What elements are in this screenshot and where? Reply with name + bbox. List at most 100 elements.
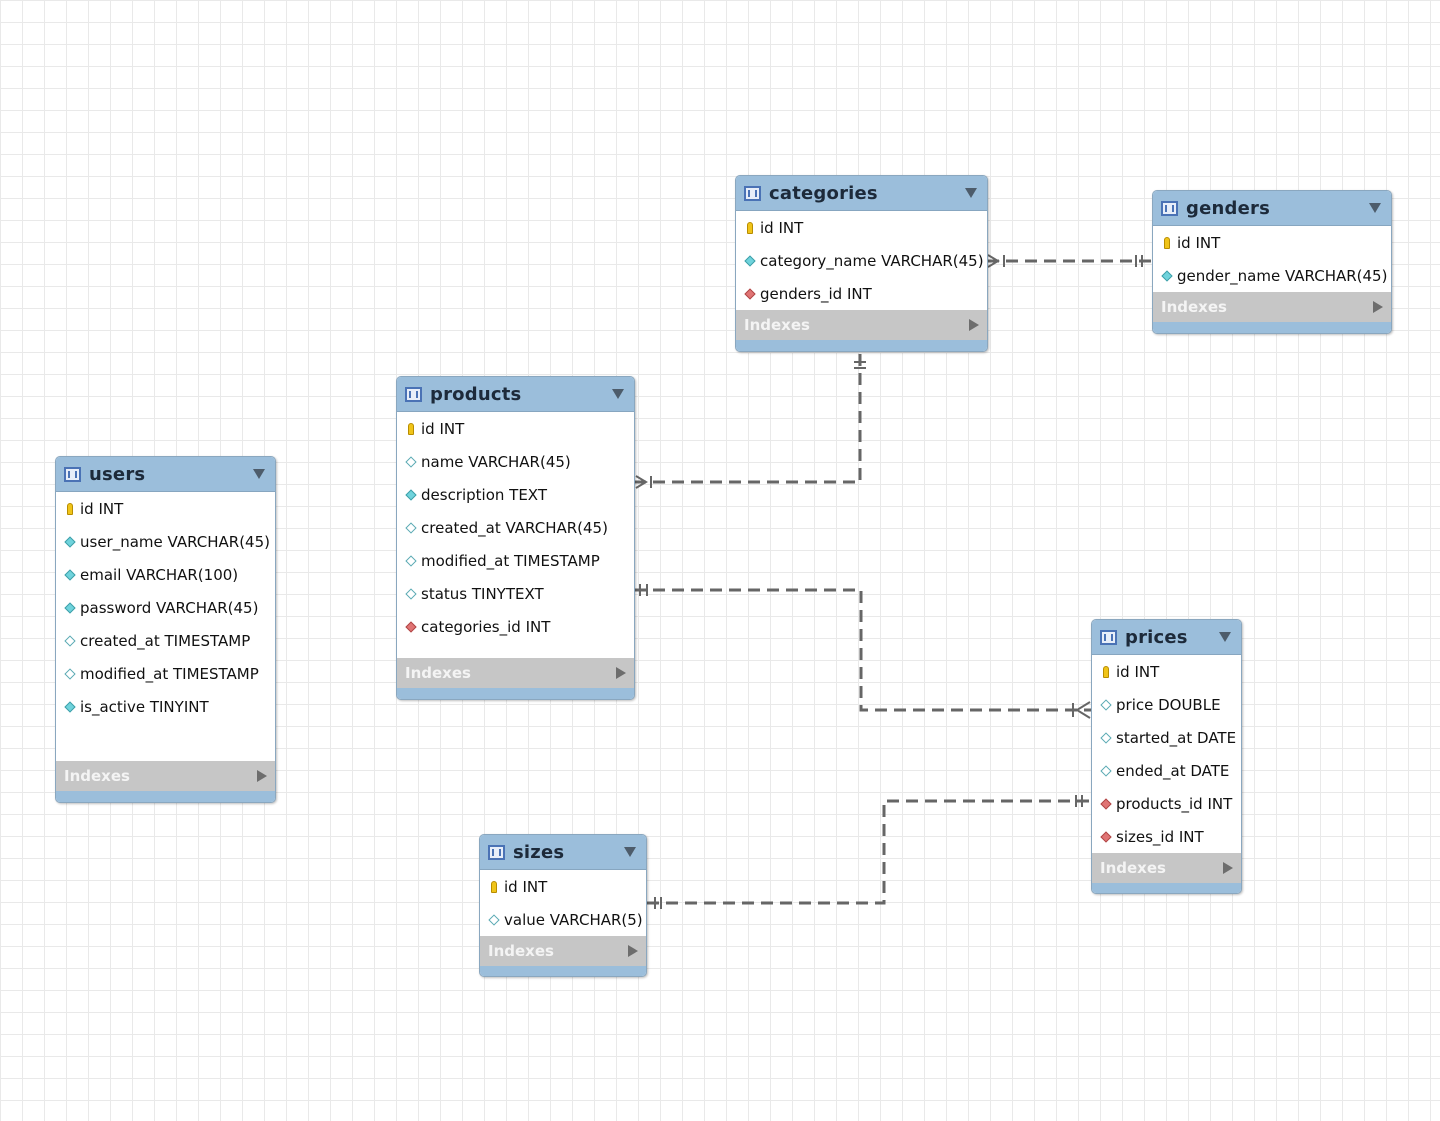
column-row[interactable]: id INT [736,211,987,244]
expand-triangle-icon[interactable] [1373,301,1383,313]
column-label: id INT [760,218,804,237]
indexes-label: Indexes [64,767,130,785]
column-row[interactable]: id INT [56,492,275,525]
expand-triangle-icon[interactable] [257,770,267,782]
indexes-section[interactable]: Indexes [480,936,646,966]
column-row[interactable]: description TEXT [397,478,634,511]
table-header[interactable]: prices [1092,620,1241,655]
indexes-label: Indexes [744,316,810,334]
column-row[interactable]: categories_id INT [397,610,634,643]
column-row[interactable]: status TINYTEXT [397,577,634,610]
table-icon [1161,200,1178,216]
column-row[interactable]: id INT [397,412,634,445]
collapse-triangle-icon[interactable] [624,847,636,857]
table-prices[interactable]: prices id INT price DOUBLE started_at DA… [1091,619,1242,894]
column-row[interactable]: created_at TIMESTAMP [56,624,275,657]
column-label: gender_name VARCHAR(45) [1177,266,1388,285]
table-title: users [89,463,146,485]
column-row[interactable]: is_active TINYINT [56,690,275,723]
collapse-triangle-icon[interactable] [253,469,265,479]
column-row[interactable]: ended_at DATE [1092,754,1241,787]
table-categories[interactable]: categories id INT category_name VARCHAR(… [735,175,988,352]
table-users[interactable]: users id INT user_name VARCHAR(45) email… [55,456,276,803]
indexes-label: Indexes [1161,298,1227,316]
table-title: products [430,383,522,405]
column-label: created_at TIMESTAMP [80,631,251,650]
indexes-section[interactable]: Indexes [736,310,987,340]
relationship-products-categories[interactable] [634,350,866,489]
table-title: sizes [513,841,565,863]
primary-key-icon [1099,665,1113,679]
column-label: id INT [1177,233,1221,252]
relationship-categories-genders[interactable] [987,254,1152,268]
column-filled-icon [63,601,77,615]
column-filled-icon [63,568,77,582]
indexes-label: Indexes [405,664,471,682]
column-label: id INT [1116,662,1160,681]
indexes-label: Indexes [488,942,554,960]
column-row[interactable]: value VARCHAR(5) [480,903,646,936]
column-label: user_name VARCHAR(45) [80,532,270,551]
foreign-key-icon [404,620,418,634]
column-row[interactable]: email VARCHAR(100) [56,558,275,591]
column-row[interactable]: category_name VARCHAR(45) [736,244,987,277]
column-label: categories_id INT [421,617,551,636]
column-empty-icon [404,587,418,601]
column-empty-icon [487,913,501,927]
column-row[interactable]: id INT [1092,655,1241,688]
column-row[interactable]: products_id INT [1092,787,1241,820]
column-row[interactable]: user_name VARCHAR(45) [56,525,275,558]
column-row[interactable]: created_at VARCHAR(45) [397,511,634,544]
table-header[interactable]: products [397,377,634,412]
column-label: ended_at DATE [1116,761,1230,780]
indexes-section[interactable]: Indexes [56,761,275,791]
table-title: prices [1125,626,1188,648]
table-products[interactable]: products id INT name VARCHAR(45) descrip… [396,376,635,700]
foreign-key-icon [1099,797,1113,811]
collapse-triangle-icon[interactable] [965,188,977,198]
column-row[interactable]: modified_at TIMESTAMP [397,544,634,577]
column-filled-icon [63,700,77,714]
indexes-section[interactable]: Indexes [1092,853,1241,883]
relationship-sizes-prices[interactable] [647,795,1091,909]
table-icon [744,185,761,201]
column-row[interactable]: genders_id INT [736,277,987,310]
column-row[interactable]: id INT [1153,226,1391,259]
expand-triangle-icon[interactable] [1223,862,1233,874]
column-filled-icon [404,488,418,502]
column-row[interactable]: id INT [480,870,646,903]
expand-triangle-icon[interactable] [616,667,626,679]
table-header[interactable]: genders [1153,191,1391,226]
collapse-triangle-icon[interactable] [1369,203,1381,213]
collapse-triangle-icon[interactable] [612,389,624,399]
column-empty-icon [404,455,418,469]
column-label: genders_id INT [760,284,872,303]
column-row[interactable]: password VARCHAR(45) [56,591,275,624]
column-row[interactable]: gender_name VARCHAR(45) [1153,259,1391,292]
table-genders[interactable]: genders id INT gender_name VARCHAR(45) I… [1152,190,1392,334]
collapse-triangle-icon[interactable] [1219,632,1231,642]
column-label: id INT [421,419,465,438]
expand-triangle-icon[interactable] [628,945,638,957]
relationship-products-prices[interactable] [634,584,1091,719]
indexes-section[interactable]: Indexes [1153,292,1391,322]
indexes-section[interactable]: Indexes [397,658,634,688]
table-header[interactable]: categories [736,176,987,211]
expand-triangle-icon[interactable] [969,319,979,331]
column-label: value VARCHAR(5) [504,910,643,929]
table-sizes[interactable]: sizes id INT value VARCHAR(5) Indexes [479,834,647,977]
column-row[interactable]: started_at DATE [1092,721,1241,754]
table-footer [736,340,987,351]
column-row[interactable]: name VARCHAR(45) [397,445,634,478]
table-header[interactable]: sizes [480,835,646,870]
column-row[interactable]: price DOUBLE [1092,688,1241,721]
column-row[interactable]: modified_at TIMESTAMP [56,657,275,690]
table-header[interactable]: users [56,457,275,492]
column-label: email VARCHAR(100) [80,565,239,584]
table-footer [480,966,646,976]
column-label: id INT [80,499,124,518]
column-row[interactable]: sizes_id INT [1092,820,1241,853]
column-label: name VARCHAR(45) [421,452,571,471]
table-icon [64,466,81,482]
